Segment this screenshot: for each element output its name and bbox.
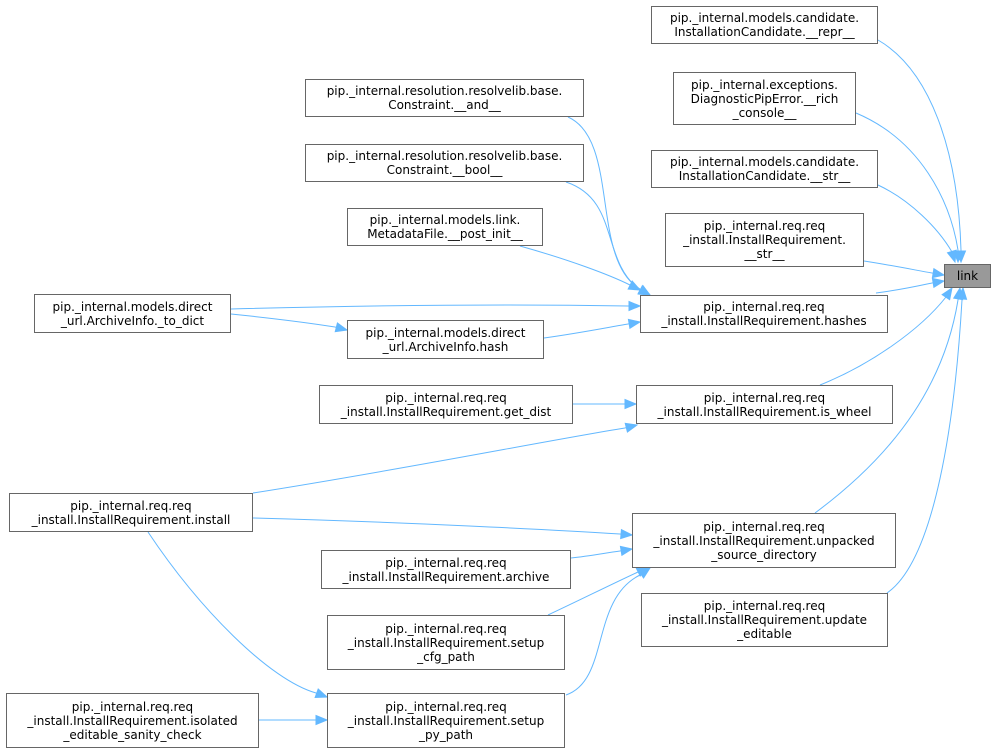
edge-install-to-unpacked-arrowhead [620, 528, 634, 540]
node-label: pip._internal.models.candidate. Installa… [669, 11, 860, 39]
node-label: pip._internal.req.req _install.InstallRe… [653, 519, 875, 562]
node-constraint-and[interactable]: pip._internal.resolution.resolvelib.base… [305, 79, 584, 117]
edge-archive-to-unpacked-arrowhead [619, 545, 634, 557]
edge-is-wheel-to-link [819, 296, 947, 386]
node-label: pip._internal.req.req _install.InstallRe… [31, 498, 231, 527]
edge-update-to-link-arrowhead [956, 286, 968, 300]
edge-install-to-setup-py-arrowhead [314, 688, 329, 698]
node-link: link [944, 264, 991, 288]
node-install-requirement-isolated-editable-sanity-check[interactable]: pip._internal.req.req _install.InstallRe… [6, 693, 259, 748]
edge-to-dict-to-hashes [230, 304, 629, 310]
node-label: pip._internal.models.direct _url.Archive… [52, 299, 213, 328]
edge-bool-to-hashes [565, 181, 641, 291]
node-install-requirement-hashes[interactable]: pip._internal.req.req _install.InstallRe… [640, 295, 888, 333]
node-diagnostic-pip-error-rich-console[interactable]: pip._internal.exceptions. DiagnosticPipE… [673, 72, 856, 125]
node-label: pip._internal.models.direct _url.Archive… [365, 325, 526, 354]
node-label: pip._internal.req.req _install.InstallRe… [661, 300, 867, 328]
edge-to-dict-to-hash [230, 313, 336, 328]
node-install-requirement-archive[interactable]: pip._internal.req.req _install.InstallRe… [321, 550, 571, 589]
node-install-requirement-is-wheel[interactable]: pip._internal.req.req _install.InstallRe… [636, 385, 893, 424]
node-installation-candidate-repr[interactable]: pip._internal.models.candidate. Installa… [651, 6, 878, 44]
edge-post-init-to-hashes [519, 245, 631, 286]
node-label: pip._internal.req.req _install.InstallRe… [347, 699, 545, 742]
node-archive-info-to-dict[interactable]: pip._internal.models.direct _url.Archive… [34, 294, 231, 333]
edge-install-to-is-wheel-arrowhead [624, 422, 639, 433]
edge-install-to-is-wheel [252, 427, 626, 494]
node-label: pip._internal.req.req _install.InstallRe… [347, 621, 545, 664]
edge-setup-py-to-unpacked-arrowhead [637, 567, 652, 579]
edge-cand-str-to-link-arrowhead [946, 249, 957, 264]
edge-repr-to-link [877, 39, 962, 251]
node-label: pip._internal.models.link. MetadataFile.… [367, 213, 523, 241]
edge-post-init-to-hashes-arrowhead [627, 280, 642, 291]
node-label: pip._internal.req.req _install.InstallRe… [661, 599, 868, 641]
node-label: pip._internal.resolution.resolvelib.base… [326, 84, 563, 112]
node-link-label: link [956, 269, 979, 283]
node-install-requirement-install[interactable]: pip._internal.req.req _install.InstallRe… [9, 493, 253, 532]
edge-get-dist-to-is-wheel-arrowhead [624, 398, 638, 410]
edge-cfg-to-unpacked [547, 571, 639, 616]
node-label: pip._internal.req.req _install.InstallRe… [340, 390, 552, 419]
edge-install-to-setup-py [147, 531, 317, 694]
node-metadata-file-post-init[interactable]: pip._internal.models.link. MetadataFile.… [347, 208, 543, 246]
edge-cand-str-to-link [877, 184, 953, 253]
edge-update-to-link [886, 299, 963, 594]
node-label: pip._internal.req.req _install.InstallRe… [683, 219, 846, 261]
edge-to-dict-to-hash-arrowhead [334, 322, 349, 333]
edge-setup-py-to-unpacked [565, 574, 641, 696]
node-label: pip._internal.req.req _install.InstallRe… [657, 390, 872, 419]
node-install-requirement-setup-cfg-path[interactable]: pip._internal.req.req _install.InstallRe… [327, 615, 565, 670]
node-constraint-bool[interactable]: pip._internal.resolution.resolvelib.base… [305, 144, 584, 182]
edge-hash-to-hashes [543, 323, 629, 339]
edge-is-wheel-to-link-arrowhead [941, 286, 953, 301]
edge-req-str-to-link [863, 260, 933, 274]
node-label: pip._internal.req.req _install.InstallRe… [27, 699, 238, 742]
edge-hash-to-hashes-arrowhead [627, 318, 642, 330]
edge-req-str-to-link-arrowhead [931, 267, 946, 279]
node-install-requirement-unpacked-source-directory[interactable]: pip._internal.req.req _install.InstallRe… [632, 513, 896, 568]
edge-unpacked-to-link [814, 299, 959, 514]
edge-isolated-to-setup-py-arrowhead [315, 714, 329, 726]
edge-to-dict-to-hashes-arrowhead [628, 300, 642, 312]
node-install-requirement-update-editable[interactable]: pip._internal.req.req _install.InstallRe… [641, 593, 888, 647]
edge-rich-to-link [855, 112, 959, 251]
edge-install-to-unpacked [252, 517, 621, 535]
edge-hashes-to-link-arrowhead [931, 277, 946, 289]
node-label: pip._internal.req.req _install.InstallRe… [342, 555, 550, 584]
node-archive-info-hash[interactable]: pip._internal.models.direct _url.Archive… [347, 320, 544, 359]
node-install-requirement-str[interactable]: pip._internal.req.req _install.InstallRe… [665, 213, 864, 267]
node-label: pip._internal.resolution.resolvelib.base… [326, 149, 563, 177]
edge-and-to-hashes [567, 116, 641, 290]
node-installation-candidate-str[interactable]: pip._internal.models.candidate. Installa… [651, 150, 878, 188]
node-label: pip._internal.exceptions. DiagnosticPipE… [690, 77, 839, 120]
edge-archive-to-unpacked [570, 550, 621, 559]
node-install-requirement-get-dist[interactable]: pip._internal.req.req _install.InstallRe… [319, 385, 573, 424]
node-install-requirement-setup-py-path[interactable]: pip._internal.req.req _install.InstallRe… [327, 693, 565, 748]
edge-hashes-to-link [875, 282, 933, 294]
node-label: pip._internal.models.candidate. Installa… [669, 155, 860, 183]
